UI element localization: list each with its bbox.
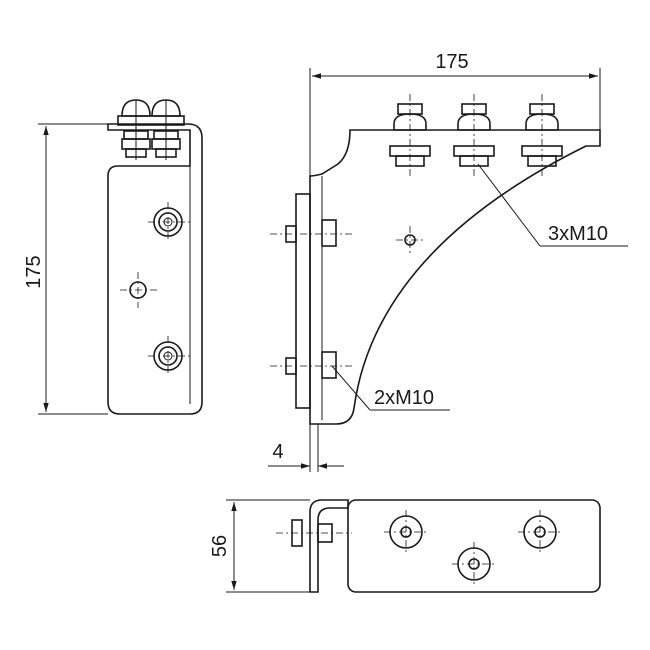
top-width-label: 175 xyxy=(435,51,468,73)
side-view-bolt-stack xyxy=(117,99,185,160)
front-view-side-bolt-lower xyxy=(270,351,352,379)
bottom-view-bolt-left xyxy=(384,510,428,554)
dimension-top-width: 175 xyxy=(309,51,601,176)
bottom-view-bolt-right xyxy=(518,510,562,554)
side-bolts-label: 2xM10 xyxy=(374,387,434,409)
dimension-thickness: 4 xyxy=(268,424,344,472)
bottom-view xyxy=(276,499,601,593)
front-view xyxy=(270,94,601,425)
front-view-top-bolt-3 xyxy=(521,94,563,176)
front-view-top-bolt-1 xyxy=(389,94,431,176)
leader-top-bolts: 3xM10 xyxy=(477,163,628,247)
bottom-view-bolt-middle xyxy=(452,542,496,586)
front-view-top-bolt-2 xyxy=(453,94,495,176)
front-view-side-bolt-upper xyxy=(270,219,352,247)
side-height-label: 175 xyxy=(23,255,45,288)
leader-side-bolts: 2xM10 xyxy=(331,365,450,411)
side-view xyxy=(107,99,203,415)
bottom-height-label: 56 xyxy=(209,535,231,557)
thickness-label: 4 xyxy=(272,441,283,463)
dimension-side-height: 175 xyxy=(23,123,118,415)
dimension-bottom-height: 56 xyxy=(209,499,310,593)
top-bolts-label: 3xM10 xyxy=(548,223,608,245)
